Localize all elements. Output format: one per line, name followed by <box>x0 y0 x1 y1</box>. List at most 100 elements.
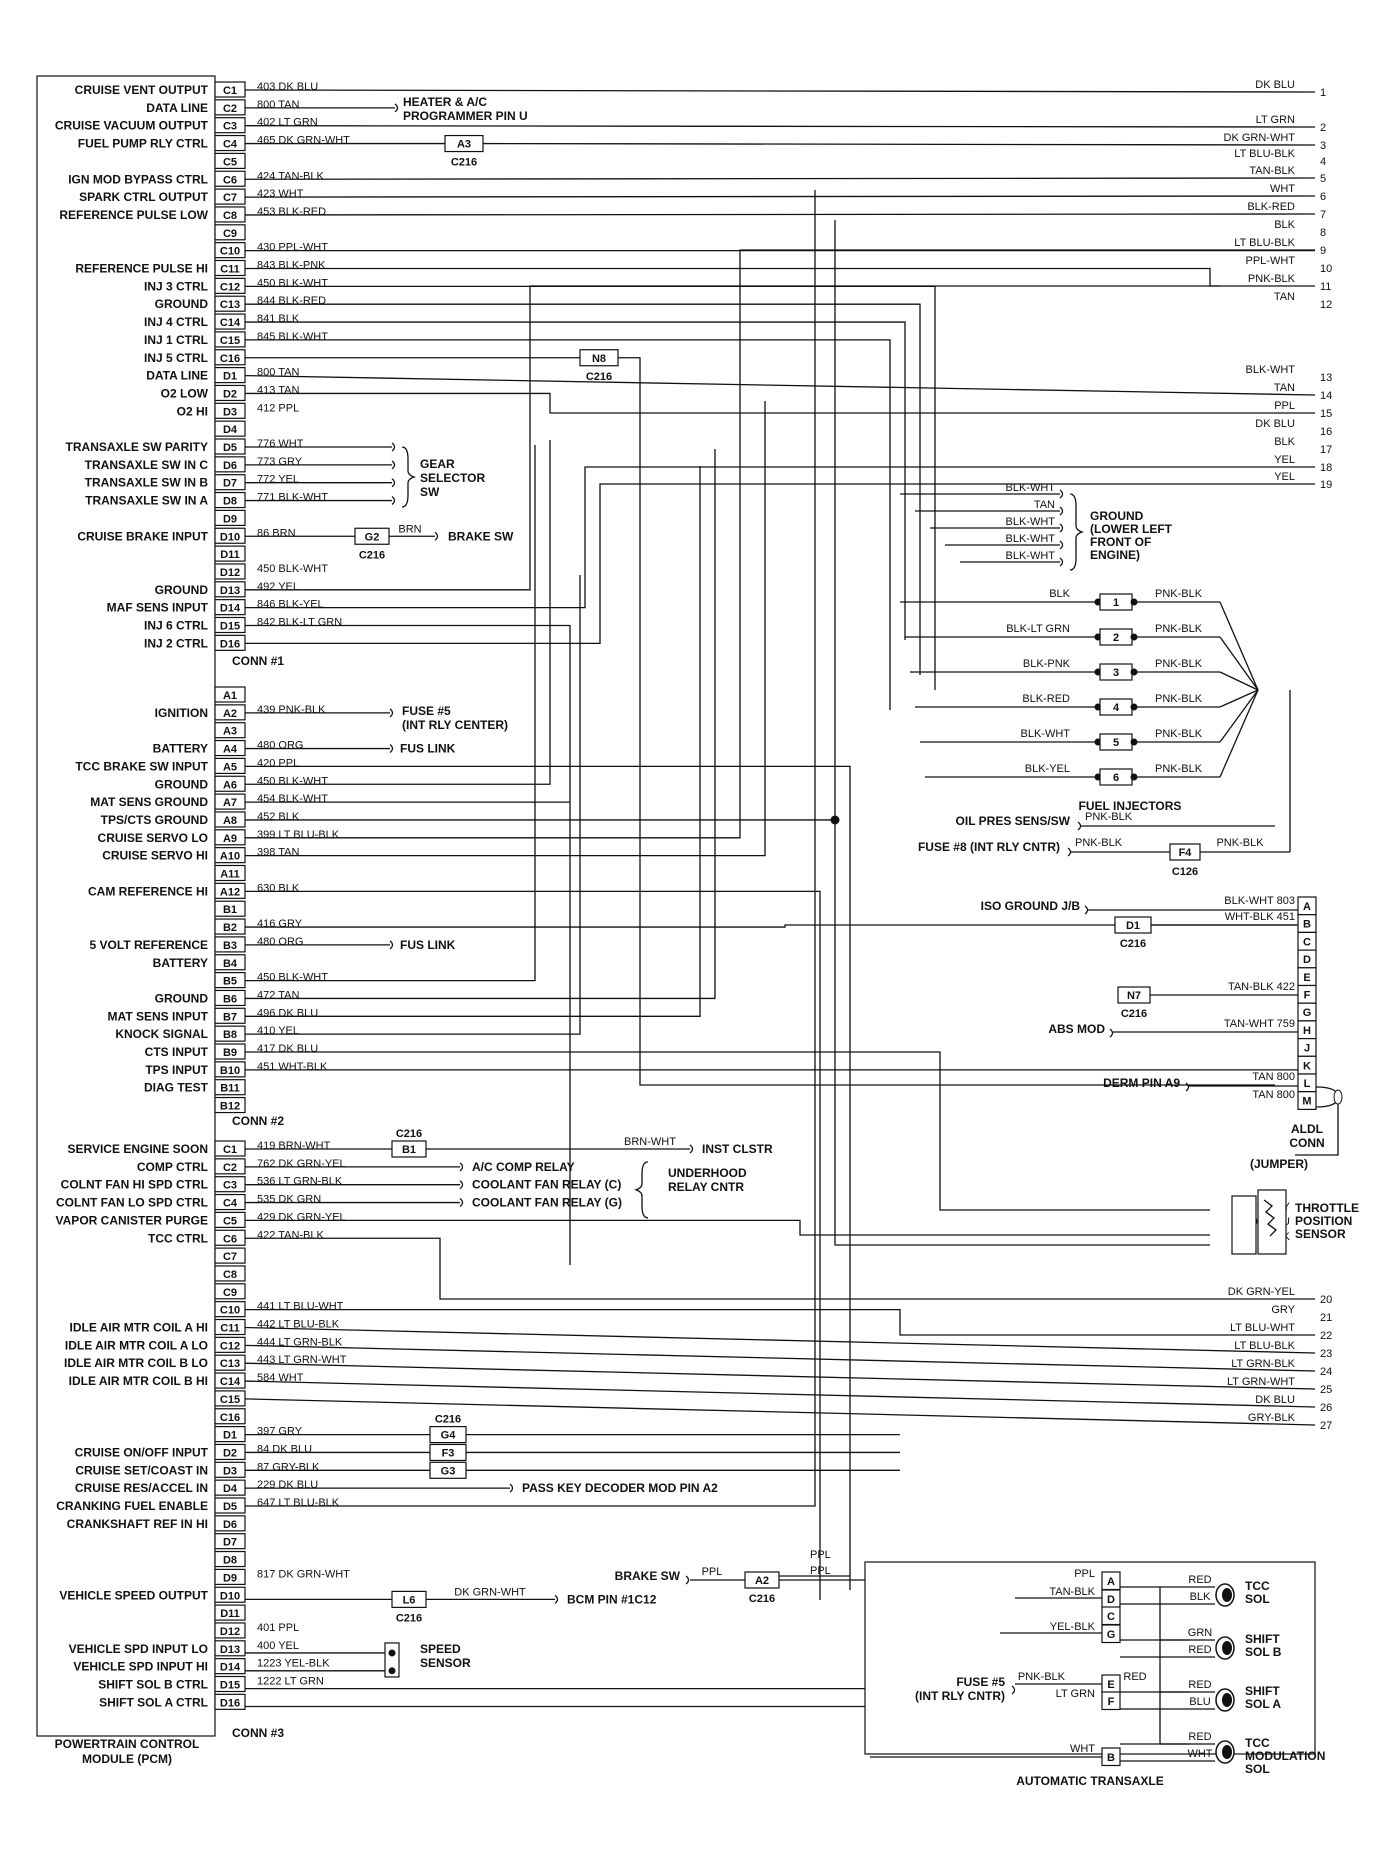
terminal-number: 11 <box>1320 281 1331 293</box>
wire-416 <box>245 924 1298 928</box>
wire-label: 86 BRN <box>257 527 296 539</box>
pin-box <box>214 1515 246 1532</box>
wire-label: 776 WHT <box>257 438 304 450</box>
pin-function: IDLE AIR MTR COIL A HI <box>70 1321 208 1335</box>
pin-function: VEHICLE SPD INPUT HI <box>73 1660 208 1674</box>
label: TAN 800 <box>1252 1071 1295 1083</box>
pin-box <box>214 1533 246 1550</box>
terminal-color: DK GRN-YEL <box>1228 1286 1295 1298</box>
pin-label: D9 <box>223 513 237 525</box>
wire-iac <box>244 1362 1316 1390</box>
terminal-color: TAN-BLK <box>1249 165 1295 177</box>
label: SOL <box>1245 1592 1270 1606</box>
pin-label: B2 <box>223 922 237 934</box>
pcm-module <box>36 75 216 1737</box>
label: 6 <box>1113 772 1119 784</box>
label: UNDERHOOD <box>668 1166 747 1180</box>
inj-fan <box>1219 671 1259 691</box>
pin-box <box>214 1336 246 1353</box>
pin-function: GROUND <box>155 297 209 311</box>
label: FUS LINK <box>400 742 456 756</box>
label: BCM PIN #1C12 <box>567 1592 657 1606</box>
pin-function: SHIFT SOL B CTRL <box>98 1678 208 1692</box>
terminal-color: GRY-BLK <box>1248 1412 1296 1424</box>
pin-box <box>214 1658 246 1675</box>
wire-label: 444 LT GRN-BLK <box>257 1336 343 1348</box>
pin-label: C6 <box>223 1233 237 1245</box>
pin-box <box>214 1354 246 1371</box>
label: ENGINE) <box>1090 548 1140 562</box>
label: SHIFT <box>1245 1632 1280 1646</box>
label: BLK-WHT <box>1006 516 1056 528</box>
pin-label: D1 <box>223 371 237 383</box>
terminal-color: LT BLU-BLK <box>1234 237 1295 249</box>
tps-connector <box>1231 1195 1257 1255</box>
wire-496 <box>245 466 701 1017</box>
pin-function: TRANSAXLE SW IN B <box>85 476 209 490</box>
terminal-number: 26 <box>1320 1402 1332 1414</box>
pin-function: CRANKING FUEL ENABLE <box>56 1499 208 1513</box>
label: 1 <box>1113 597 1119 609</box>
wire-label: 420 PPL <box>257 757 299 769</box>
pin-box <box>214 545 246 562</box>
pin-function: BATTERY <box>153 956 208 970</box>
terminal-number: 24 <box>1320 1366 1332 1378</box>
pin-label: C2 <box>223 103 237 115</box>
wire-label: 1222 LT GRN <box>257 1676 324 1688</box>
pin-label: A9 <box>223 833 237 845</box>
label: SENSOR <box>420 1656 471 1670</box>
label: BLU <box>1189 1696 1210 1708</box>
pin-box <box>214 1096 246 1114</box>
label: PNK-BLK <box>1155 623 1203 635</box>
aldl-pin-label: E <box>1303 972 1310 984</box>
label: BLK-WHT <box>1006 533 1056 545</box>
wire-label: 87 GRY-BLK <box>257 1461 320 1473</box>
label: TAN <box>1034 499 1055 511</box>
shift-sol-a-solenoid-core <box>1222 1693 1232 1707</box>
wire-424 <box>244 177 1316 180</box>
pin-label: B6 <box>223 993 237 1005</box>
terminal-number: 27 <box>1320 1420 1332 1432</box>
wire-label: 450 BLK-WHT <box>257 775 328 787</box>
pin-label: D16 <box>220 638 240 650</box>
label: A2 <box>755 1575 769 1587</box>
wire-422 <box>245 1237 1315 1300</box>
arrow <box>389 940 394 950</box>
wire-398 <box>245 401 766 857</box>
pin-box <box>214 1390 246 1407</box>
label: SELECTOR <box>420 471 485 485</box>
wire-iac <box>244 1380 1316 1408</box>
label: PPL <box>810 1549 831 1561</box>
label: BLK <box>1049 588 1070 600</box>
label: GROUND <box>1090 509 1144 523</box>
label: SPEED <box>420 1642 461 1656</box>
label: BRAKE SW <box>615 1569 681 1583</box>
wire-label: 417 DK BLU <box>257 1043 318 1055</box>
label: 4 <box>1113 702 1120 714</box>
pin-function: CRUISE RES/ACCEL IN <box>75 1481 208 1495</box>
label: FUSE #5 <box>402 704 451 718</box>
pin-label: C5 <box>223 1215 237 1227</box>
tcc-solenoid-core <box>1222 1588 1232 1602</box>
pin-label: D5 <box>223 442 237 454</box>
arrow <box>1059 523 1064 533</box>
wire-label: 229 DK BLU <box>257 1479 318 1491</box>
wire-blk-bus <box>834 220 1210 1246</box>
pin-box <box>214 1693 246 1710</box>
trans-pin-label: F <box>1108 1696 1115 1708</box>
label: PNK-BLK <box>1155 728 1203 740</box>
pin-label: D12 <box>220 1626 240 1638</box>
connector-label: CONN #1 <box>232 654 284 668</box>
terminal-color: TAN <box>1274 382 1295 394</box>
pin-label: C4 <box>223 139 238 151</box>
label: PASS KEY DECODER MOD PIN A2 <box>522 1481 718 1495</box>
label: SHIFT <box>1245 1684 1280 1698</box>
label: G3 <box>441 1465 456 1477</box>
pin-function: TRANSAXLE SW IN A <box>85 494 208 508</box>
speed-sensor <box>384 1642 400 1678</box>
wire-label: 450 BLK-WHT <box>257 563 328 575</box>
pin-label: D9 <box>223 1572 237 1584</box>
wire-402 <box>244 125 1316 128</box>
arrow <box>434 531 439 541</box>
wire-label: 451 WHT-BLK <box>257 1061 328 1073</box>
